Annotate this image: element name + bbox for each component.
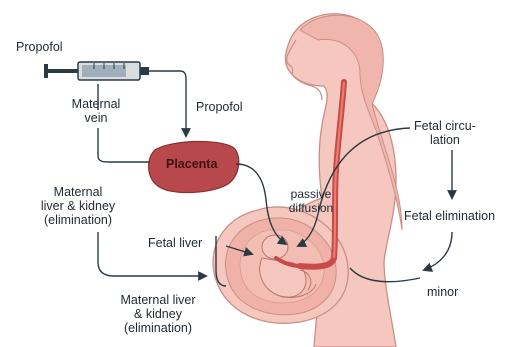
fetal-circulation-label: Fetal circu- lation — [414, 119, 476, 147]
passive-diffusion-label: passive diffusion — [284, 187, 338, 215]
maternal-liver-bottom-line3: (elimination) — [108, 321, 208, 335]
arrow-syringe-to-placenta — [160, 71, 186, 136]
maternal-vein-line2: vein — [60, 111, 132, 125]
placenta-label: Placenta — [166, 157, 217, 171]
maternal-liver-bottom-label: Maternal liver & kidney (elimination) — [108, 293, 208, 335]
propofol-arrow-label: Propofol — [196, 100, 243, 114]
line-vein-to-liver — [98, 128, 150, 162]
propofol-top-label: Propofol — [16, 40, 63, 54]
maternal-liver-label: Maternal liver & kidney (elimination) — [30, 185, 126, 227]
maternal-liver-line3: (elimination) — [30, 213, 126, 227]
syringe-icon — [44, 62, 160, 80]
fetal-circ-line1: Fetal circu- — [414, 119, 476, 133]
maternal-liver-bottom-line2: & kidney — [108, 307, 208, 321]
passive-line2: diffusion — [284, 201, 338, 215]
maternal-liver-line1: Maternal — [30, 185, 126, 199]
fetal-circ-line2: lation — [414, 133, 476, 147]
fetal-elimination-label: Fetal elimination — [404, 209, 495, 223]
minor-label: minor — [427, 285, 458, 299]
maternal-liver-line2: liver & kidney — [30, 199, 126, 213]
passive-line1: passive — [284, 187, 338, 201]
maternal-liver-bottom-line1: Maternal liver — [108, 293, 208, 307]
maternal-vein-line1: Maternal — [60, 97, 132, 111]
arrow-elimination-to-minor — [424, 232, 452, 270]
maternal-vein-label: Maternal vein — [60, 97, 132, 125]
fetal-liver-label: Fetal liver — [148, 236, 202, 250]
